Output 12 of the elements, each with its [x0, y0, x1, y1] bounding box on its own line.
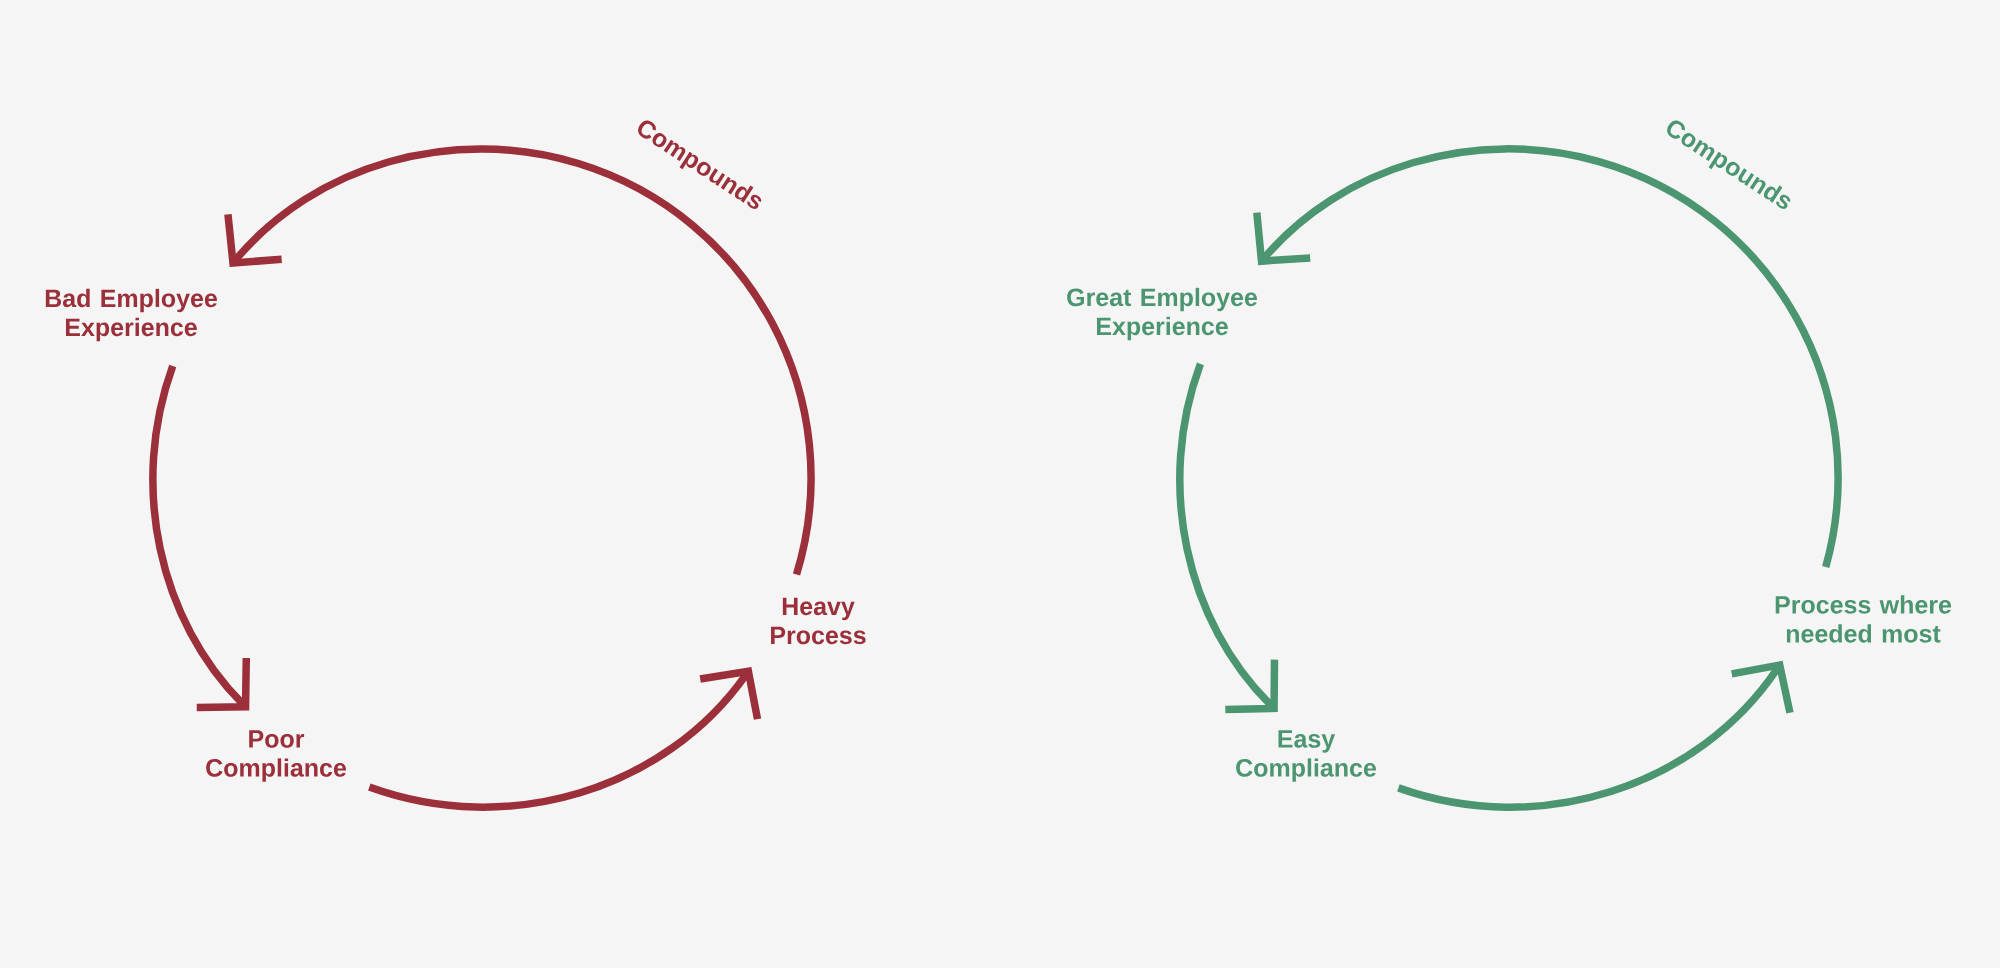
- cycle-arrow: [1397, 660, 1794, 811]
- cycle-arrow: [1176, 362, 1279, 714]
- node-label: Poor Compliance: [206, 730, 346, 782]
- cycle-arrow: [1253, 145, 1842, 568]
- cycle-arrow: [368, 666, 762, 811]
- node-label: Heavy Process: [771, 597, 866, 645]
- cycle-arrow: [224, 145, 815, 576]
- node-label: Process where needed most: [1775, 595, 1952, 643]
- cycle-arrow: [149, 364, 251, 712]
- node-label: Bad Employee Experience: [45, 288, 217, 342]
- node-label: Great Employee Experience: [1067, 287, 1257, 341]
- node-label: Easy Compliance: [1236, 730, 1376, 782]
